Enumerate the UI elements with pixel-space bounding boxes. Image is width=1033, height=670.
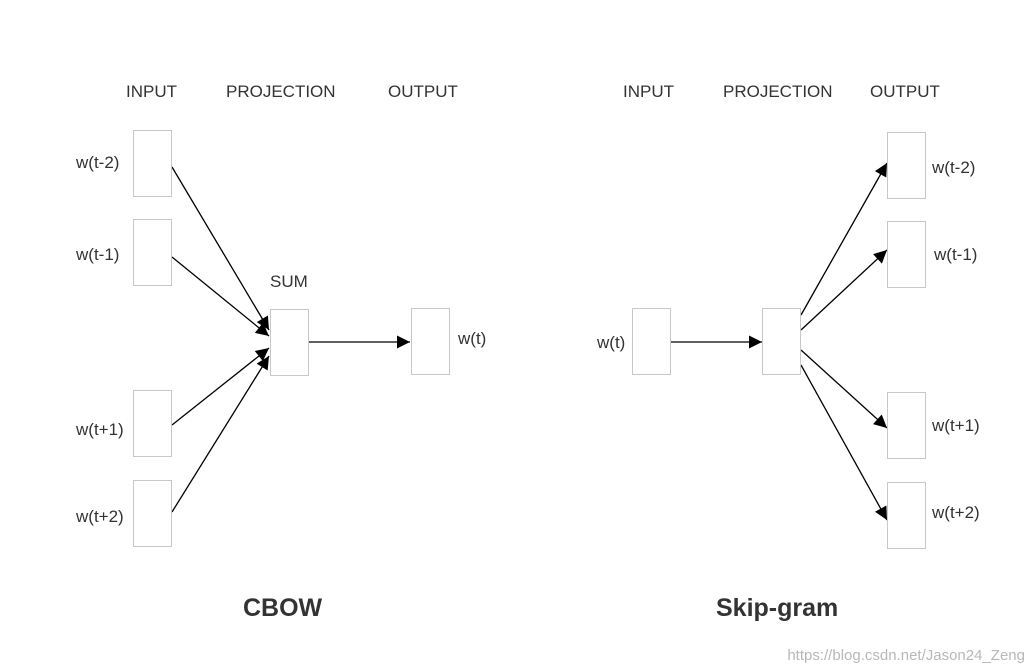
cbow-input-label-1: w(t-2) [76,153,120,172]
cbow-output-node [411,308,450,375]
skipgram-output-node-1 [887,132,926,199]
cbow-arrow-input-4 [171,355,270,513]
cbow-arrow-input-1 [171,166,270,331]
skipgram-output-node-2 [887,221,926,288]
skipgram-input-node [632,308,671,375]
cbow-sum-label: SUM [270,272,308,291]
skipgram-input-label: w(t) [597,333,626,352]
cbow-arrow-input-2 [171,256,270,337]
cbow-header-projection: PROJECTION [226,82,336,101]
skipgram-output-label-2: w(t-1) [934,245,978,264]
skipgram-projection-node [762,308,801,375]
skipgram-header-output: OUTPUT [870,82,940,101]
cbow-header-output: OUTPUT [388,82,458,101]
skipgram-title: Skip-gram [716,594,839,622]
cbow-input-node-1 [133,130,172,197]
skipgram-output-label-3: w(t+1) [932,416,980,435]
watermark-url: https://blog.csdn.net/Jason24_Zeng [787,647,1025,664]
skipgram-output-label-1: w(t-2) [932,158,976,177]
cbow-input-node-4 [133,480,172,547]
cbow-input-label-2: w(t-1) [76,245,120,264]
cbow-input-label-4: w(t+2) [76,507,124,526]
skipgram-arrow-output-1 [800,162,888,316]
cbow-title: CBOW [243,594,323,622]
skipgram-arrow-output-3 [800,349,888,429]
skipgram-output-node-3 [887,392,926,459]
cbow-input-label-3: w(t+1) [76,420,124,439]
skipgram-output-node-4 [887,482,926,549]
skipgram-header-projection: PROJECTION [723,82,833,101]
cbow-projection-node [270,309,309,376]
cbow-input-node-3 [133,390,172,457]
skipgram-header-input: INPUT [623,82,674,101]
cbow-input-node-2 [133,219,172,286]
skipgram-arrow-output-2 [800,249,888,331]
cbow-header-input: INPUT [126,82,177,101]
skipgram-output-label-4: w(t+2) [932,503,980,522]
cbow-output-label: w(t) [458,329,487,348]
cbow-arrow-input-3 [171,347,270,426]
skipgram-arrow-output-4 [800,364,888,521]
